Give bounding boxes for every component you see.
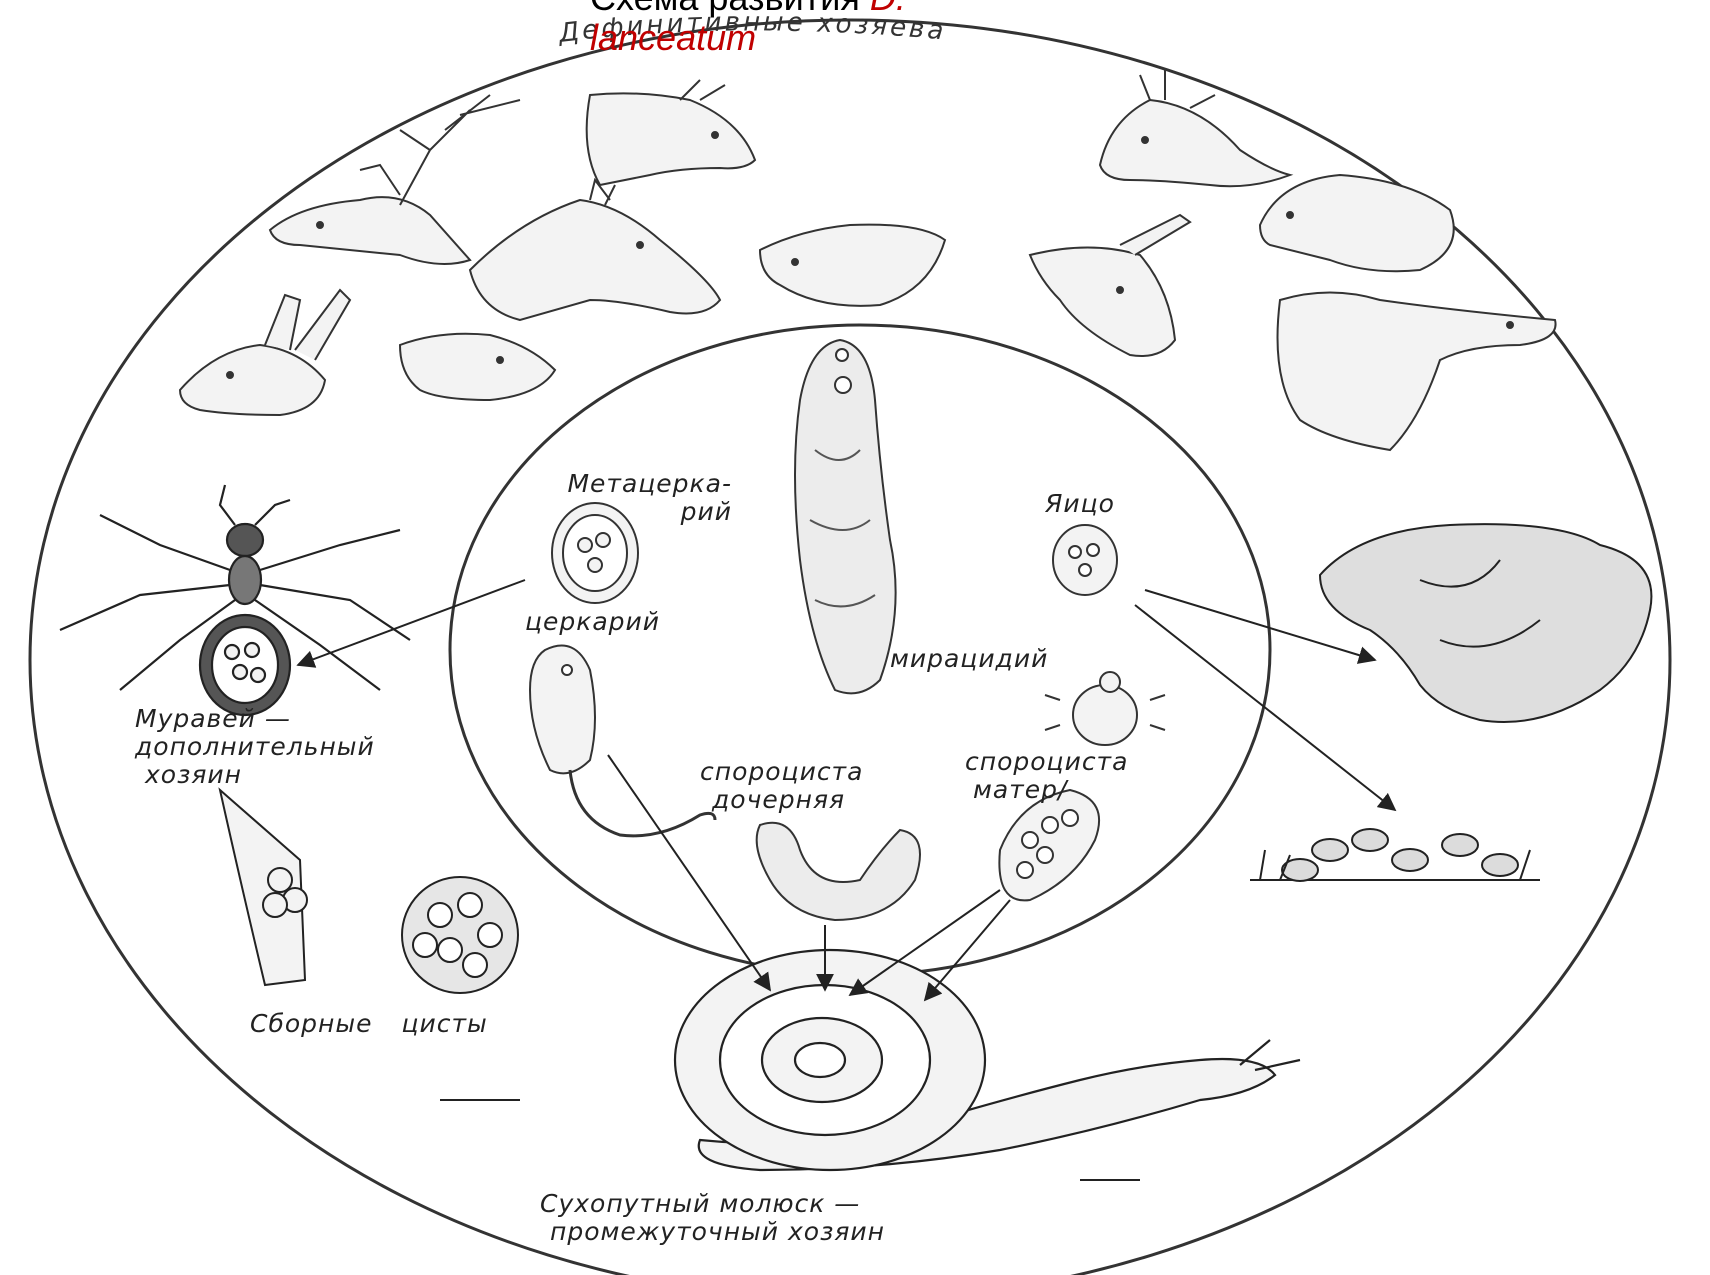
goat-head-icon (1100, 70, 1290, 186)
arrow-metacercaria-to-ant (298, 580, 525, 665)
camel-head-icon (1278, 293, 1556, 451)
bear-head-icon (400, 334, 555, 400)
arrow-egg-to-feces (1135, 605, 1395, 810)
metacercaria-label-line-2: рий (532, 498, 732, 526)
arrow-mother-sporocyst-to-snail-b (925, 900, 1010, 1000)
feces-on-grass-icon (1250, 829, 1540, 881)
title-line-1: Схема развития D. (590, 0, 1150, 18)
liver-icon (1320, 524, 1651, 722)
cercaria-label: церкарий (525, 608, 660, 636)
metacercaria-label: Метацерка- рий (532, 470, 732, 526)
ant-host-label: Муравей — дополнительный хозяин (135, 705, 375, 789)
cysts-label: Сборные цисты (250, 1010, 488, 1038)
miracidium-icon (1045, 672, 1165, 745)
leaf-with-cysts-icon (220, 790, 307, 985)
mother-sporocyst-label-line-1: спороциста (965, 748, 1128, 776)
ant-host-label-line-1: Муравей — (135, 705, 375, 733)
cow-head-icon (587, 80, 755, 185)
egg-icon (1053, 525, 1117, 595)
cercaria-icon (530, 646, 715, 836)
miracidium-label: мирацидий (890, 645, 1048, 673)
title-line-2: lanceatum (590, 18, 1150, 58)
title-species: D. (870, 0, 906, 18)
mother-sporocyst-label: спороциста матер/ (965, 748, 1128, 804)
snail-host-label-line-2: промежуточный хозяин (540, 1218, 885, 1246)
snail-host-label: Сухопутный молюск — промежуточный хозяин (540, 1190, 885, 1246)
snail-icon (675, 950, 1300, 1170)
ant-host-label-line-3: хозяин (135, 761, 375, 789)
horse-head-icon (470, 180, 720, 320)
pig-head-icon (760, 225, 945, 306)
ant-host-label-line-2: дополнительный (135, 733, 375, 761)
daughter-sporocyst-label-line-1: спороциста (700, 758, 863, 786)
mother-sporocyst-icon (999, 790, 1099, 900)
cyst-cluster-icon (402, 877, 518, 993)
hare-head-icon (180, 290, 350, 415)
ant-icon (60, 485, 410, 715)
sheep-head-icon (1260, 175, 1454, 271)
adult-fluke-icon (795, 340, 896, 693)
metacercaria-label-line-1: Метацерка- (532, 470, 732, 498)
daughter-sporocyst-icon (757, 823, 920, 920)
daughter-sporocyst-label-line-2: дочерняя (700, 786, 863, 814)
title-prefix: Схема развития (590, 0, 870, 18)
egg-label: Яицо (1045, 490, 1115, 518)
daughter-sporocyst-label: спороциста дочерняя (700, 758, 863, 814)
title-block: Схема развития D. lanceatum (590, 0, 1150, 68)
mother-sporocyst-label-line-2: матер/ (965, 776, 1128, 804)
donkey-head-icon (1030, 215, 1190, 356)
snail-host-label-line-1: Сухопутный молюск — (540, 1190, 885, 1218)
